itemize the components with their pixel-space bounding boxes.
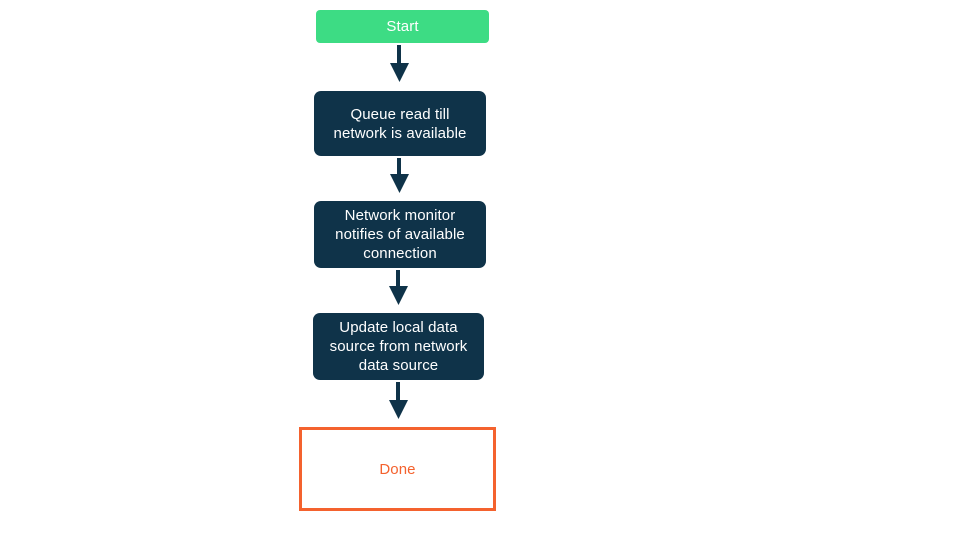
node-done-label: Done [379,460,416,478]
node-start[interactable]: Start [316,10,489,43]
edge-queue-read-to-network-monitor [390,158,409,193]
node-network-monitor[interactable]: Network monitor notifies of available co… [314,201,486,268]
node-update-local[interactable]: Update local data source from network da… [313,313,484,380]
edge-network-monitor-to-update-local [389,270,408,305]
edge-update-local-to-done [389,382,408,419]
node-queue-read[interactable]: Queue read till network is available [314,91,486,156]
node-queue-read-label: Queue read till network is available [333,105,467,142]
node-network-monitor-label: Network monitor notifies of available co… [335,207,465,262]
edge-start-to-queue-read [390,45,409,82]
node-done[interactable]: Done [299,427,496,511]
node-start-label: Start [386,18,419,35]
node-update-local-label: Update local data source from network da… [329,319,468,374]
